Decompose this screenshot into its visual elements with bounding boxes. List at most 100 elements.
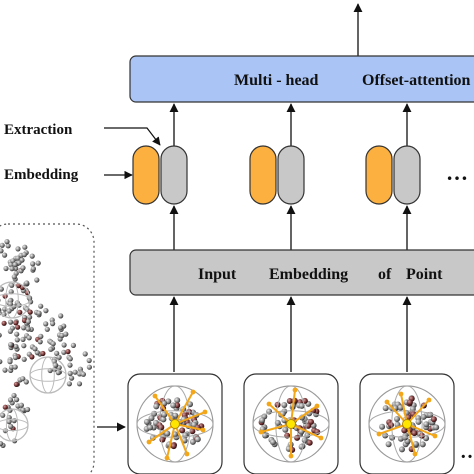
cloud-point bbox=[0, 412, 6, 418]
cloud-point bbox=[20, 265, 26, 271]
patch-spoke bbox=[166, 423, 176, 459]
patch-point bbox=[286, 398, 293, 404]
patch-spoke bbox=[290, 389, 296, 425]
patch-spoke-end bbox=[152, 393, 158, 399]
cloud-point bbox=[35, 260, 41, 266]
cloud-point bbox=[8, 319, 14, 325]
cloud-point bbox=[9, 266, 15, 272]
patch-point bbox=[170, 443, 177, 450]
cloud-point bbox=[69, 375, 75, 381]
patch-spoke bbox=[174, 423, 188, 455]
patch-spoke bbox=[400, 393, 408, 425]
cloud-point bbox=[4, 239, 10, 245]
input-embedding-word-3: of bbox=[378, 266, 392, 283]
cloud-point bbox=[57, 325, 64, 331]
cloud-point bbox=[29, 354, 35, 360]
patch-spoke bbox=[406, 399, 430, 425]
cloud-sphere bbox=[29, 356, 67, 394]
cloud-point bbox=[86, 357, 92, 364]
patch-spoke-end bbox=[398, 391, 404, 397]
cloud-point bbox=[14, 397, 20, 403]
cloud-sphere-ring bbox=[29, 368, 67, 382]
cloud-point bbox=[0, 332, 2, 338]
cloud-point bbox=[5, 243, 11, 249]
patch-spoke-end bbox=[190, 389, 196, 395]
cloud-point bbox=[30, 261, 36, 267]
token-pair-3 bbox=[365, 145, 421, 205]
patch-point bbox=[394, 416, 400, 422]
extraction-pointer bbox=[104, 127, 161, 146]
patch-spoke bbox=[148, 423, 176, 443]
cloud-point bbox=[26, 335, 32, 341]
cloud-point bbox=[54, 350, 60, 356]
cloud-point bbox=[15, 246, 21, 252]
offset-attention-word-2: Offset-attention bbox=[362, 72, 471, 89]
cloud-point bbox=[11, 418, 17, 424]
cloud-point bbox=[15, 255, 21, 261]
cloud-point bbox=[55, 370, 61, 376]
patch-point bbox=[415, 418, 422, 425]
cloud-point bbox=[29, 253, 35, 259]
patch-point bbox=[430, 416, 437, 423]
patch-point bbox=[433, 424, 440, 431]
cloud-point bbox=[43, 321, 49, 327]
input-embedding-word-1: Input bbox=[198, 266, 237, 283]
cloud-point bbox=[3, 265, 9, 272]
patch-point bbox=[170, 402, 177, 409]
patch-3 bbox=[359, 373, 455, 474]
patch-spoke bbox=[154, 395, 176, 425]
cloud-point bbox=[0, 359, 3, 365]
patch-spoke-end bbox=[266, 401, 272, 407]
embedding-token-2 bbox=[277, 145, 305, 205]
cloud-point bbox=[6, 415, 12, 421]
offset-attention-box bbox=[129, 55, 474, 103]
cloud-point bbox=[67, 362, 73, 368]
cloud-point bbox=[7, 328, 13, 334]
cloud-point bbox=[8, 342, 14, 348]
patch-point bbox=[388, 422, 394, 428]
cloud-point bbox=[22, 244, 28, 250]
cloud-point bbox=[82, 351, 88, 357]
patch-point bbox=[153, 403, 160, 410]
patch-spoke-end bbox=[292, 387, 298, 393]
patch-point bbox=[306, 439, 313, 446]
cloud-point bbox=[0, 286, 4, 292]
patch-spoke-end bbox=[412, 451, 418, 457]
cloud-point bbox=[76, 381, 83, 387]
patch-point bbox=[147, 424, 154, 431]
cloud-point bbox=[8, 262, 14, 268]
cloud-point bbox=[38, 303, 44, 309]
patch-point bbox=[412, 441, 419, 447]
cloud-sphere-ring bbox=[5, 281, 19, 319]
patch-point bbox=[298, 402, 305, 409]
patch-point bbox=[259, 417, 266, 424]
patch-spoke bbox=[174, 411, 206, 425]
patch-point bbox=[179, 427, 186, 434]
patch-point bbox=[158, 424, 165, 431]
patch-point bbox=[143, 418, 150, 425]
patch-point bbox=[385, 441, 392, 448]
cloud-point bbox=[8, 423, 14, 429]
cloud-point bbox=[21, 343, 27, 349]
embedding-label: Embedding bbox=[4, 167, 79, 183]
input-embedding-word-4: Point bbox=[406, 266, 443, 283]
cloud-point bbox=[36, 310, 42, 316]
cloud-point bbox=[23, 379, 29, 385]
patch-point bbox=[174, 397, 181, 404]
cloud-sphere-ring bbox=[0, 418, 29, 432]
token-pair-1 bbox=[132, 145, 188, 205]
patch-sphere-ring bbox=[275, 385, 307, 463]
cloud-point bbox=[58, 313, 64, 319]
cloud-point bbox=[65, 349, 71, 355]
patch-spoke bbox=[260, 423, 292, 433]
cloud-point bbox=[21, 356, 27, 362]
patch-1 bbox=[127, 373, 223, 474]
patch-center bbox=[286, 419, 296, 429]
patch-point bbox=[379, 423, 386, 430]
patch-point bbox=[399, 446, 405, 453]
patch-spoke-end bbox=[376, 431, 382, 437]
cloud-point bbox=[63, 331, 69, 337]
cloud-point bbox=[12, 262, 18, 268]
cloud-sphere-ring bbox=[0, 293, 31, 307]
cloud-point bbox=[27, 314, 33, 320]
